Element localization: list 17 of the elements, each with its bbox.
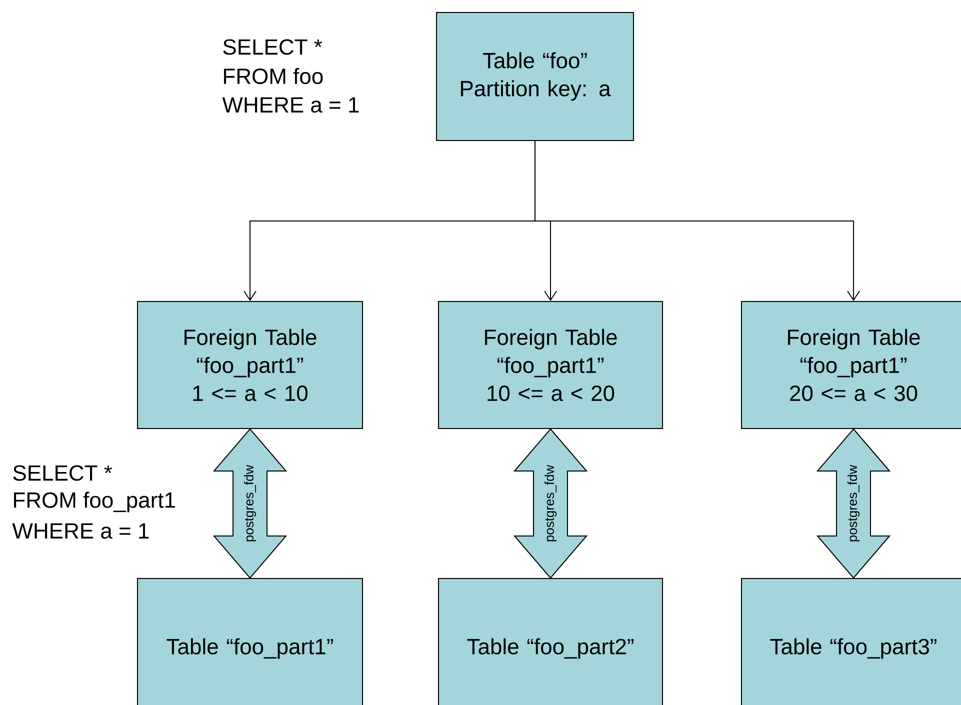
table-box: Table “foo_part2” [438, 578, 663, 705]
edge-label: postgres_fdw [244, 464, 256, 542]
query-text: WHERE a = 1 [12, 523, 149, 539]
query-text: SELECT * [13, 465, 112, 481]
arrow [534, 140, 860, 301]
table-box: Foreign Table “foo_part1” 1 <= a < 10 [137, 301, 363, 429]
table-box: Foreign Table “foo_part1” 10 <= a < 20 [438, 301, 663, 429]
query-text: SELECT * [223, 39, 322, 55]
table-box: Foreign Table “foo_part1” 20 <= a < 30 [741, 301, 961, 429]
edge-label: postgres_fdw [847, 464, 860, 542]
query-text: WHERE a = 1 [222, 97, 359, 113]
query-text: FROM foo [224, 68, 323, 84]
query-text: FROM foo_part1 [14, 492, 175, 512]
table-box: Table “foo” Partition key: a [436, 12, 634, 141]
edge-label: postgres_fdw [544, 464, 557, 542]
table-box: Table “foo_part1” [137, 578, 363, 705]
table-box: Table “foo_part3” [741, 578, 961, 705]
